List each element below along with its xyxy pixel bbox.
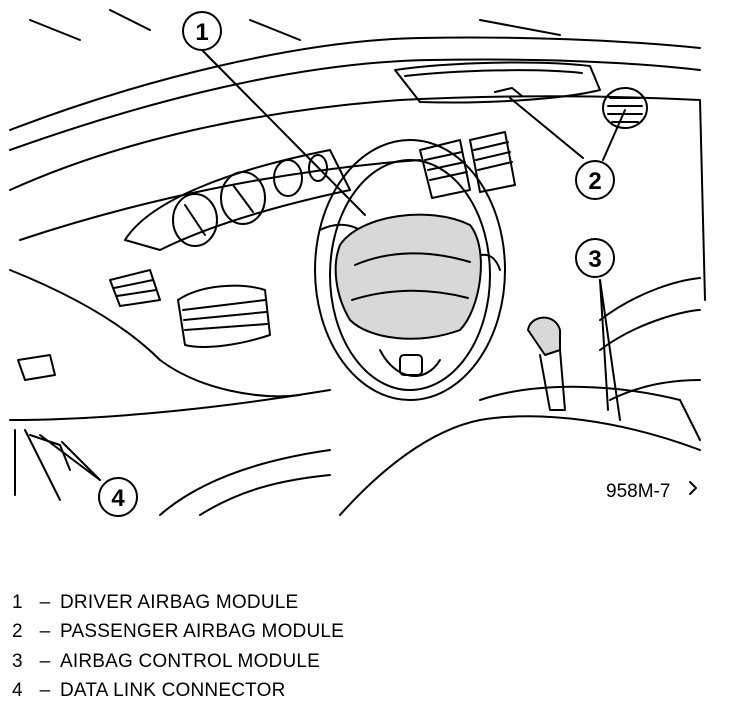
callout-2-number: 2 — [588, 168, 601, 195]
passenger-vent — [603, 88, 647, 128]
far-left-vent — [110, 270, 160, 306]
callout-1-number: 1 — [195, 19, 208, 46]
callout-3: 3 — [576, 239, 614, 277]
legend-number: 1 — [12, 592, 30, 614]
callout-1: 1 — [183, 12, 221, 50]
legend-item: 2 – PASSENGER AIRBAG MODULE — [12, 618, 732, 648]
dashboard-illustration: 1 2 3 4 958M-7 — [0, 0, 752, 530]
callout-4-number: 4 — [111, 485, 125, 512]
legend-label: DRIVER AIRBAG MODULE — [60, 592, 298, 614]
legend-number: 2 — [12, 621, 30, 643]
gear-shifter — [528, 318, 565, 410]
callout-3-number: 3 — [588, 246, 601, 273]
driver-airbag-pad — [336, 215, 481, 339]
legend-number: 3 — [12, 651, 30, 673]
legend-dash: – — [30, 592, 60, 614]
callout-4: 4 — [99, 478, 137, 516]
legend: 1 – DRIVER AIRBAG MODULE 2 – PASSENGER A… — [12, 588, 732, 706]
legend-dash: – — [30, 651, 60, 673]
legend-item: 1 – DRIVER AIRBAG MODULE — [12, 588, 732, 618]
legend-number: 4 — [12, 680, 30, 702]
callout-2: 2 — [576, 161, 614, 199]
legend-label: PASSENGER AIRBAG MODULE — [60, 621, 344, 643]
legend-label: DATA LINK CONNECTOR — [60, 680, 286, 702]
left-lower-vent — [178, 286, 270, 347]
legend-dash: – — [30, 680, 60, 702]
legend-item: 3 – AIRBAG CONTROL MODULE — [12, 647, 732, 677]
figure-id: 958M-7 — [606, 481, 670, 502]
legend-label: AIRBAG CONTROL MODULE — [60, 651, 320, 673]
center-console — [480, 387, 700, 440]
legend-dash: – — [30, 621, 60, 643]
